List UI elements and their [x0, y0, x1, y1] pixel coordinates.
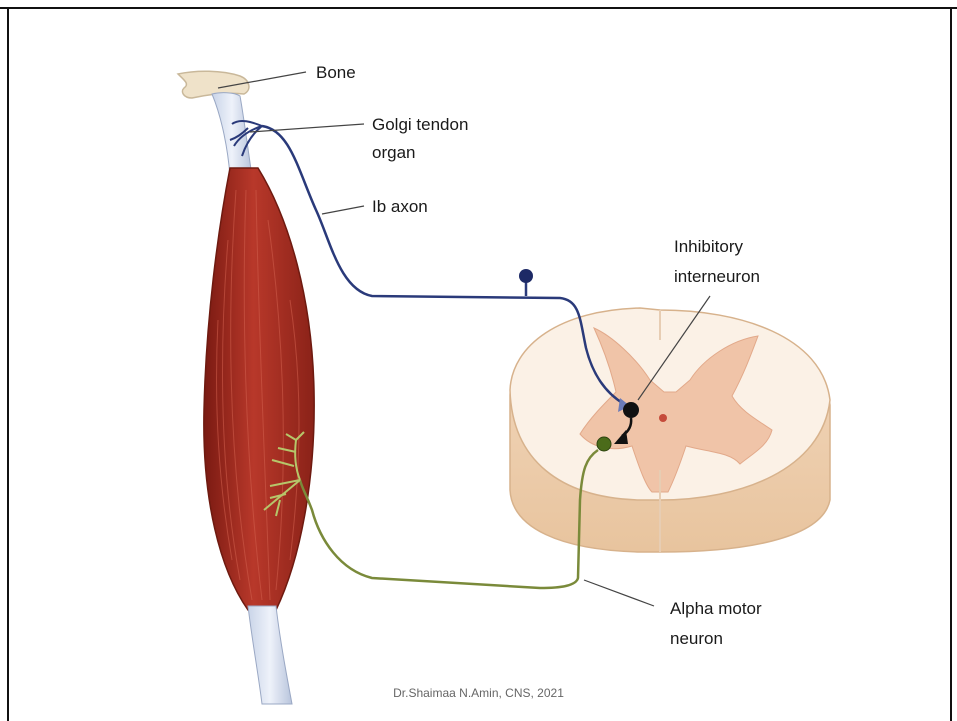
spinal-cord	[510, 308, 830, 552]
label-alpha-motor-neuron-line1: Alpha motor	[670, 598, 762, 620]
label-inhibitory-interneuron-line2: interneuron	[674, 266, 760, 288]
label-golgi-tendon-organ-line2: organ	[372, 142, 415, 164]
label-alpha-motor-neuron-line2: neuron	[670, 628, 723, 650]
slide-footer: Dr.Shaimaa N.Amin, CNS, 2021	[0, 686, 957, 700]
label-inhibitory-interneuron-line1: Inhibitory	[674, 236, 743, 258]
dorsal-root-ganglion-cell	[519, 269, 533, 283]
label-bone: Bone	[316, 62, 356, 84]
label-golgi-tendon-organ-line1: Golgi tendon	[372, 114, 468, 136]
muscle	[204, 168, 314, 610]
label-ib-axon: Ib axon	[372, 196, 428, 218]
